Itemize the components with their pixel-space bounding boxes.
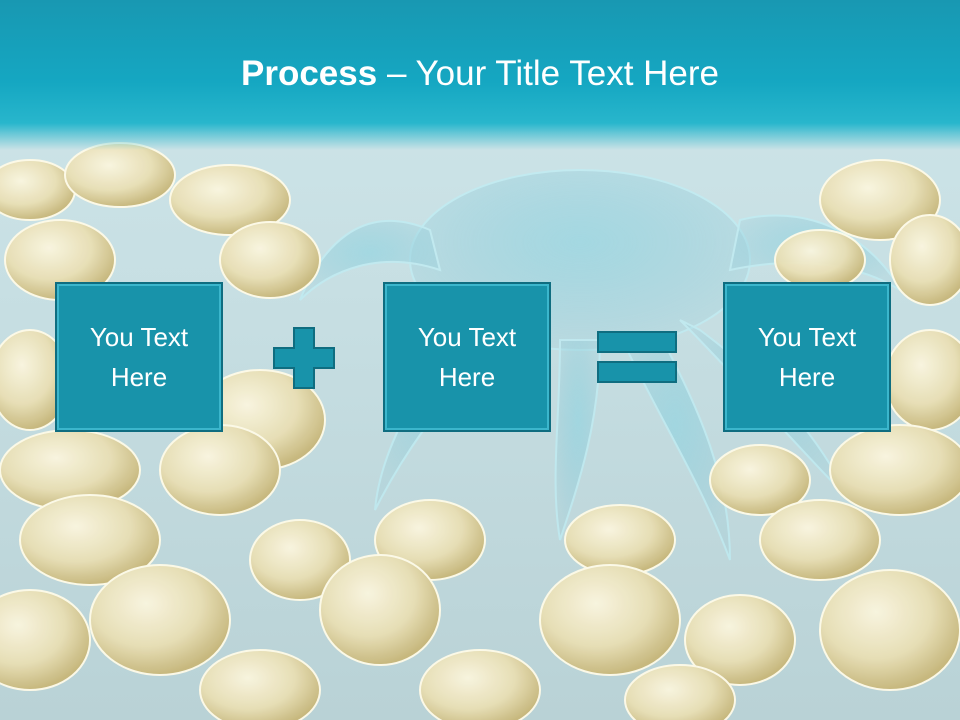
process-box-2-text: You Text Here: [407, 317, 527, 397]
process-box-1[interactable]: You Text Here: [55, 282, 223, 432]
title-bold-text: Process: [241, 54, 378, 93]
process-box-3-line1: You Text: [757, 322, 857, 352]
process-box-2-line1: You Text: [417, 322, 517, 352]
plus-icon: [273, 327, 335, 389]
process-box-3[interactable]: You Text Here: [723, 282, 891, 432]
title-rest-text: – Your Title Text Here: [377, 54, 719, 93]
process-box-2-line2: Here: [438, 362, 496, 392]
process-box-2[interactable]: You Text Here: [383, 282, 551, 432]
process-box-3-text: You Text Here: [747, 317, 867, 397]
slide-title[interactable]: Process – Your Title Text Here: [0, 50, 960, 98]
process-box-1-line2: Here: [110, 362, 168, 392]
process-box-1-text: You Text Here: [79, 317, 199, 397]
process-box-1-line1: You Text: [89, 322, 189, 352]
process-box-3-line2: Here: [778, 362, 836, 392]
equals-icon: [597, 331, 677, 383]
title-bar: [0, 0, 960, 150]
